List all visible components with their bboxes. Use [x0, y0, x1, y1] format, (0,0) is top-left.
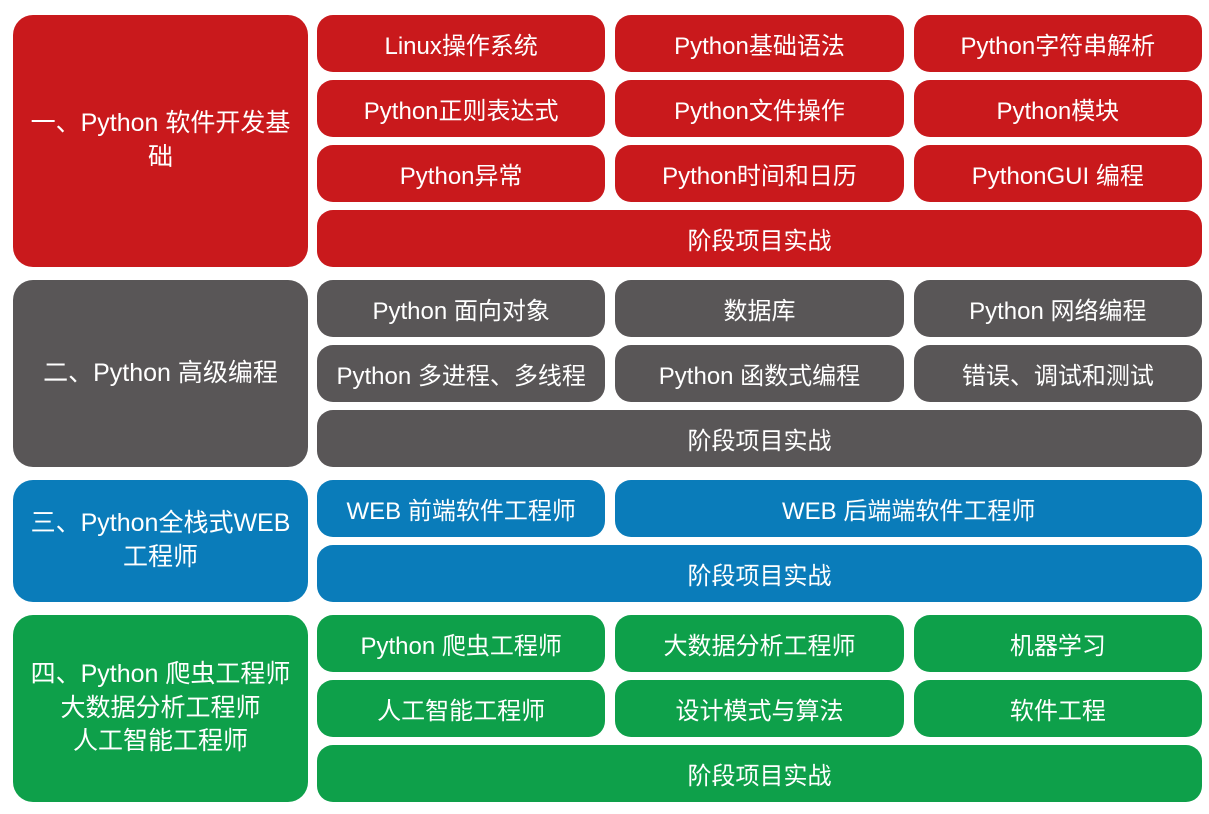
stage-4-header: 四、Python 爬虫工程师 大数据分析工程师 人工智能工程师 [13, 615, 308, 802]
course-block: 大数据分析工程师 [615, 615, 904, 672]
course-block: Python时间和日历 [615, 145, 904, 202]
stage-2-grid: Python 面向对象 数据库 Python 网络编程 Python 多进程、多… [317, 280, 1202, 467]
stage-1-project-bar: 阶段项目实战 [317, 210, 1202, 267]
course-block: Linux操作系统 [317, 15, 606, 72]
course-block: Python正则表达式 [317, 80, 606, 137]
course-block: Python字符串解析 [913, 15, 1202, 72]
stage-3-title: 三、Python全栈式WEB工程师 [30, 509, 291, 571]
stage-1-software-basics: 一、Python 软件开发基础 Linux操作系统 Python基础语法 Pyt… [13, 15, 1202, 267]
stage-4-title: 四、Python 爬虫工程师 大数据分析工程师 人工智能工程师 [30, 659, 291, 756]
course-block: Python模块 [913, 80, 1202, 137]
course-block: WEB 后端端软件工程师 [615, 480, 1202, 537]
stage-2-advanced-programming: 二、Python 高级编程 Python 面向对象 数据库 Python 网络编… [13, 280, 1202, 467]
course-block: 软件工程 [913, 680, 1202, 737]
stage-2-project-bar: 阶段项目实战 [317, 410, 1202, 467]
stage-2-title: 二、Python 高级编程 [43, 358, 278, 387]
stage-2-header: 二、Python 高级编程 [13, 280, 308, 467]
course-block: Python 网络编程 [913, 280, 1202, 337]
course-block: Python基础语法 [615, 15, 904, 72]
course-block: 设计模式与算法 [615, 680, 904, 737]
course-block: Python 函数式编程 [615, 345, 904, 402]
stage-3-project-bar: 阶段项目实战 [317, 545, 1202, 602]
course-block: Python异常 [317, 145, 606, 202]
stage-4-crawler-bigdata-ai: 四、Python 爬虫工程师 大数据分析工程师 人工智能工程师 Python 爬… [13, 615, 1202, 802]
course-block: WEB 前端软件工程师 [317, 480, 606, 537]
stage-1-grid: Linux操作系统 Python基础语法 Python字符串解析 Python正… [317, 15, 1202, 267]
course-block: Python 爬虫工程师 [317, 615, 606, 672]
course-block: 错误、调试和测试 [913, 345, 1202, 402]
stage-3-fullstack-web: 三、Python全栈式WEB工程师 WEB 前端软件工程师 WEB 后端端软件工… [13, 480, 1202, 602]
course-block: Python 面向对象 [317, 280, 606, 337]
course-block: 人工智能工程师 [317, 680, 606, 737]
stage-3-header: 三、Python全栈式WEB工程师 [13, 480, 308, 602]
stage-1-title: 一、Python 软件开发基础 [30, 109, 291, 171]
stage-4-project-bar: 阶段项目实战 [317, 745, 1202, 802]
course-block: 机器学习 [913, 615, 1202, 672]
stage-3-grid: WEB 前端软件工程师 WEB 后端端软件工程师 阶段项目实战 [317, 480, 1202, 602]
stage-1-header: 一、Python 软件开发基础 [13, 15, 308, 267]
stage-4-grid: Python 爬虫工程师 大数据分析工程师 机器学习 人工智能工程师 设计模式与… [317, 615, 1202, 802]
course-block: Python文件操作 [615, 80, 904, 137]
course-block: PythonGUI 编程 [913, 145, 1202, 202]
course-block: Python 多进程、多线程 [317, 345, 606, 402]
course-block: 数据库 [615, 280, 904, 337]
